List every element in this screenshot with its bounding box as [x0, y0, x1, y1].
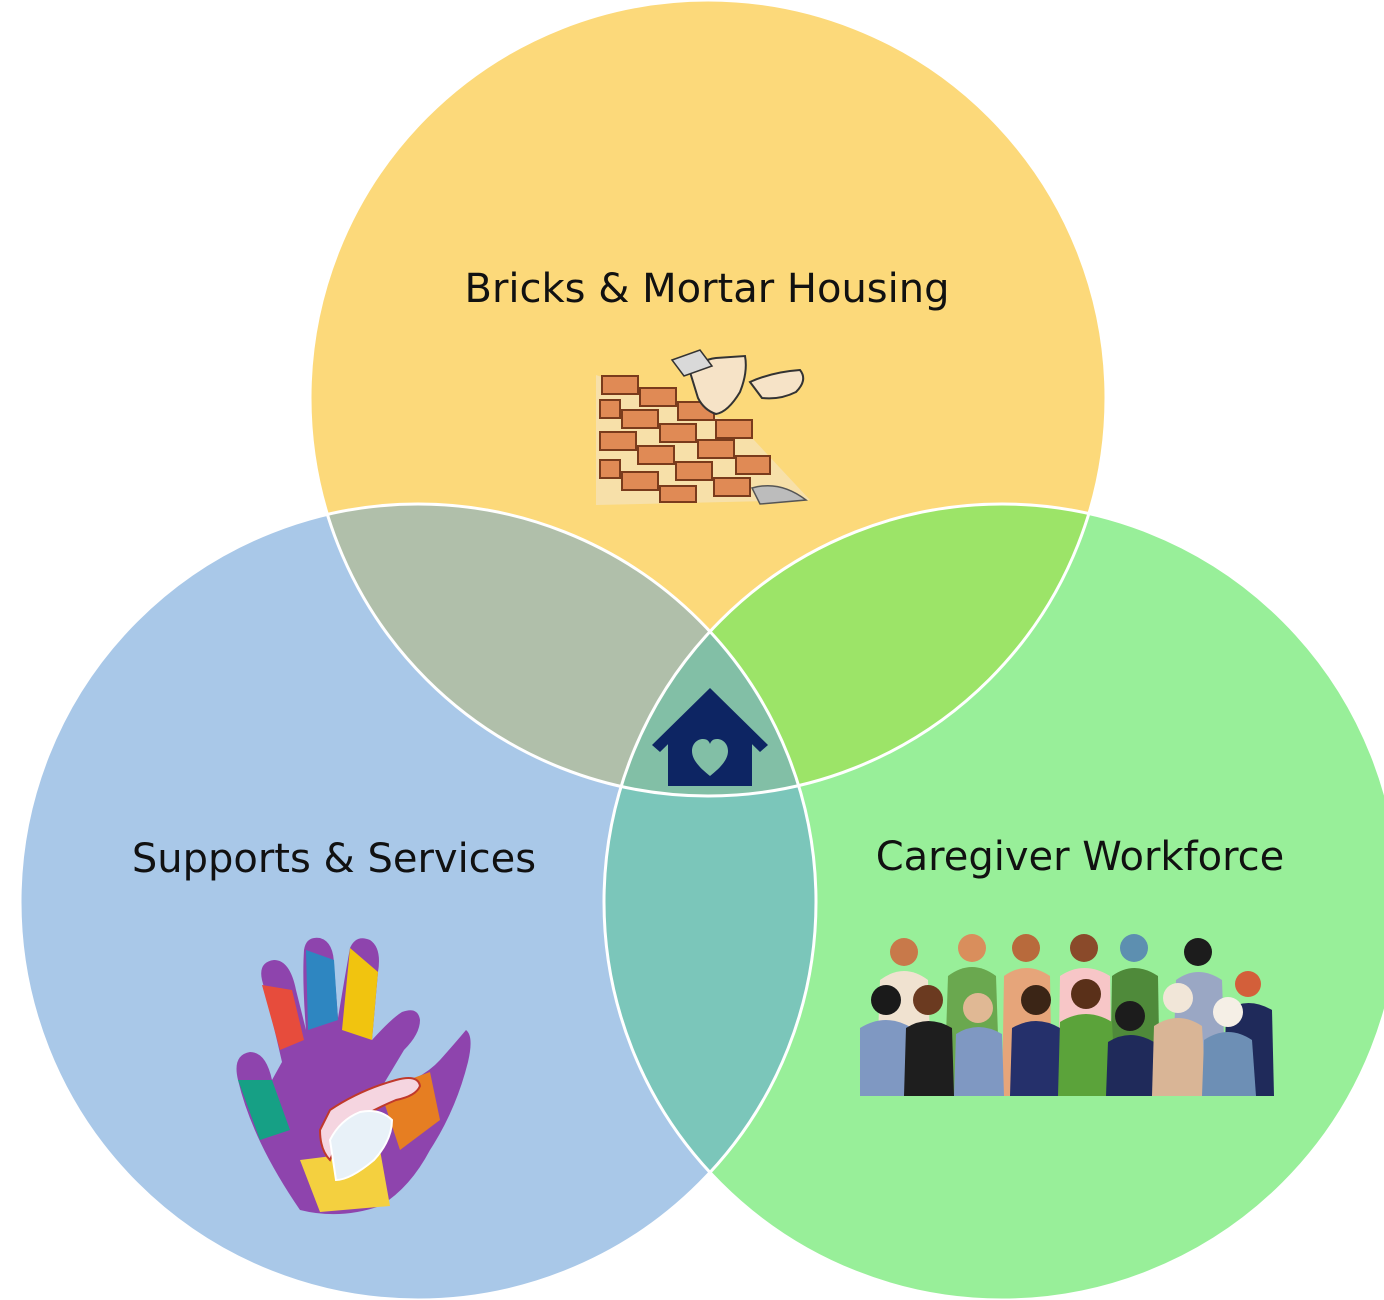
bricklaying-icon: [596, 349, 810, 505]
helping-hands-icon: [236, 937, 471, 1215]
house-roof: [652, 688, 768, 752]
label-workforce: Caregiver Workforce: [876, 834, 1285, 880]
house-heart-icon: [652, 688, 768, 786]
label-housing: Bricks & Mortar Housing: [465, 266, 950, 312]
label-supports: Supports & Services: [132, 836, 536, 882]
overlap-housing-supports: [310, 504, 816, 796]
heart-icon: [692, 739, 728, 776]
overlap-housing-workforce: [604, 504, 1106, 796]
people-crowd-icon: [860, 934, 1274, 1096]
